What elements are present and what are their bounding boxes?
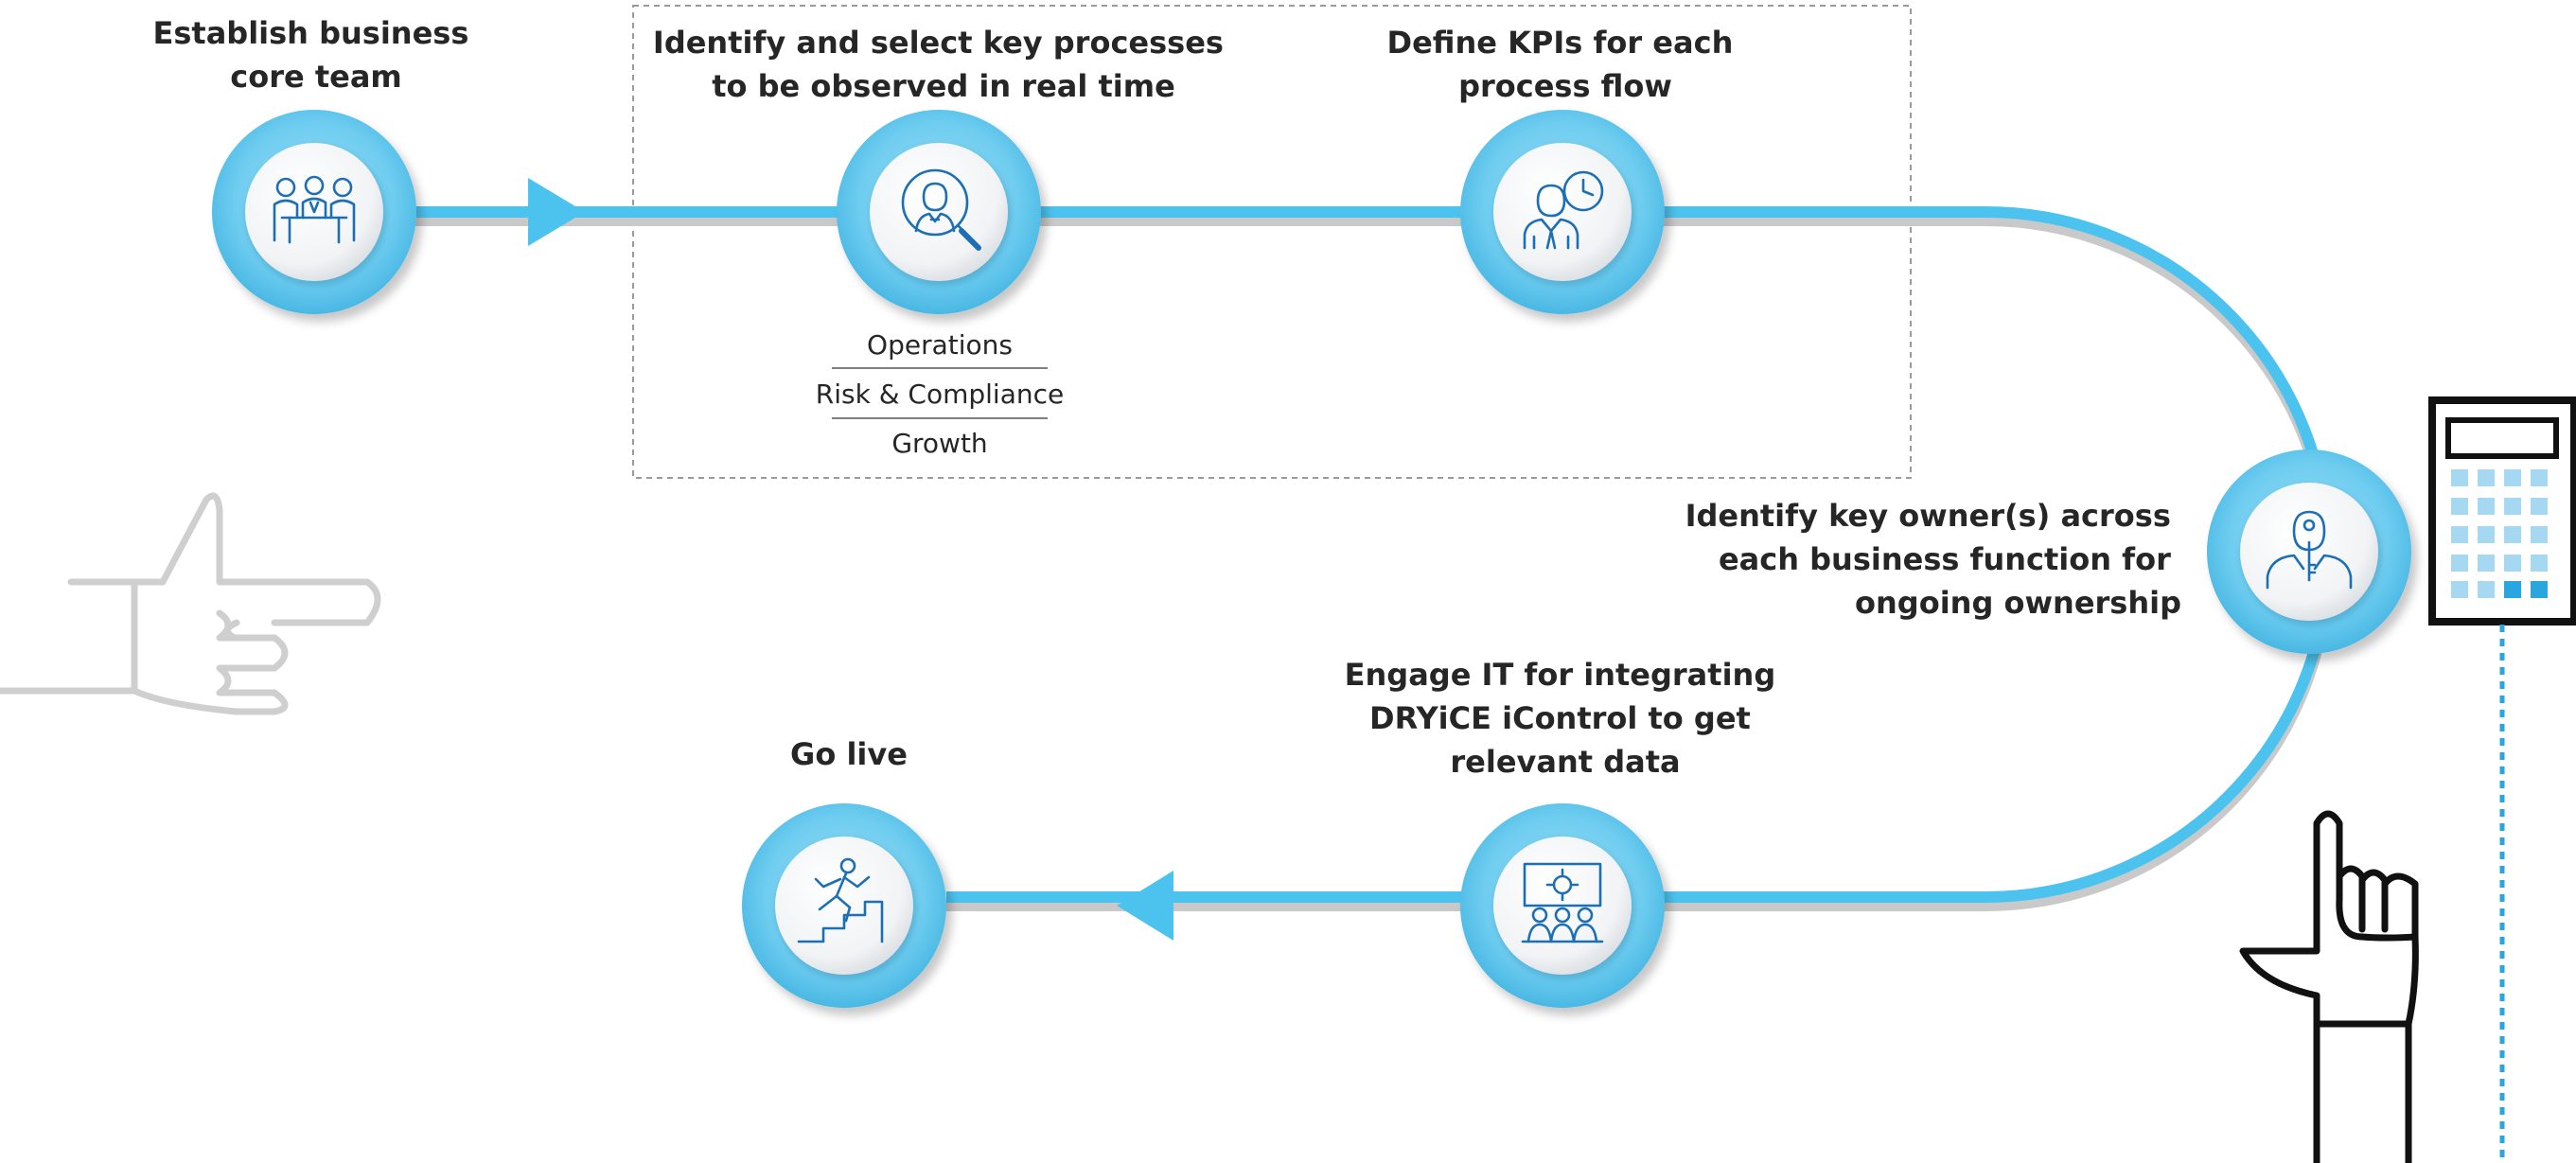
person-magnifier-icon bbox=[901, 168, 981, 251]
category-risk-compliance: Risk & Compliance bbox=[816, 379, 1065, 410]
pointing-hand-left-icon bbox=[0, 492, 381, 715]
step-title-go-live: Go live bbox=[790, 736, 908, 772]
presentation-team-icon bbox=[1521, 862, 1604, 943]
team-meeting-icon bbox=[273, 175, 356, 244]
step-title-engage-it: Engage IT for integrating DRYiCE iContro… bbox=[1345, 657, 1787, 780]
category-growth: Growth bbox=[891, 428, 987, 459]
step-node-engage-it bbox=[1460, 803, 1665, 1008]
step-title-establish-team: Establish business core team bbox=[152, 15, 479, 95]
pointing-hand-up-icon bbox=[2239, 810, 2419, 1163]
step-node-go-live bbox=[742, 803, 946, 1008]
step-title-identify-owners: Identify key owner(s) across each busine… bbox=[1685, 498, 2181, 621]
step-node-identify-owners bbox=[2207, 449, 2411, 654]
person-key-icon bbox=[2266, 510, 2353, 590]
group-box bbox=[632, 5, 1912, 479]
stairs-runner-icon bbox=[797, 857, 884, 943]
step-node-establish-team bbox=[212, 110, 416, 314]
category-operations: Operations bbox=[867, 329, 1013, 361]
step-node-define-kpis bbox=[1460, 110, 1665, 314]
arrow-left-icon bbox=[1117, 871, 1173, 941]
person-clock-icon bbox=[1523, 170, 1604, 250]
step-title-define-kpis: Define KPIs for each process flow bbox=[1387, 25, 1744, 104]
process-categories-list: Operations Risk & Compliance Growth bbox=[816, 329, 1065, 459]
step-title-select-processes: Identify and select key processes to be … bbox=[653, 25, 1234, 104]
calculator-icon bbox=[2428, 396, 2576, 1163]
arrow-right-icon bbox=[528, 178, 585, 246]
step-node-select-processes bbox=[837, 110, 1041, 314]
